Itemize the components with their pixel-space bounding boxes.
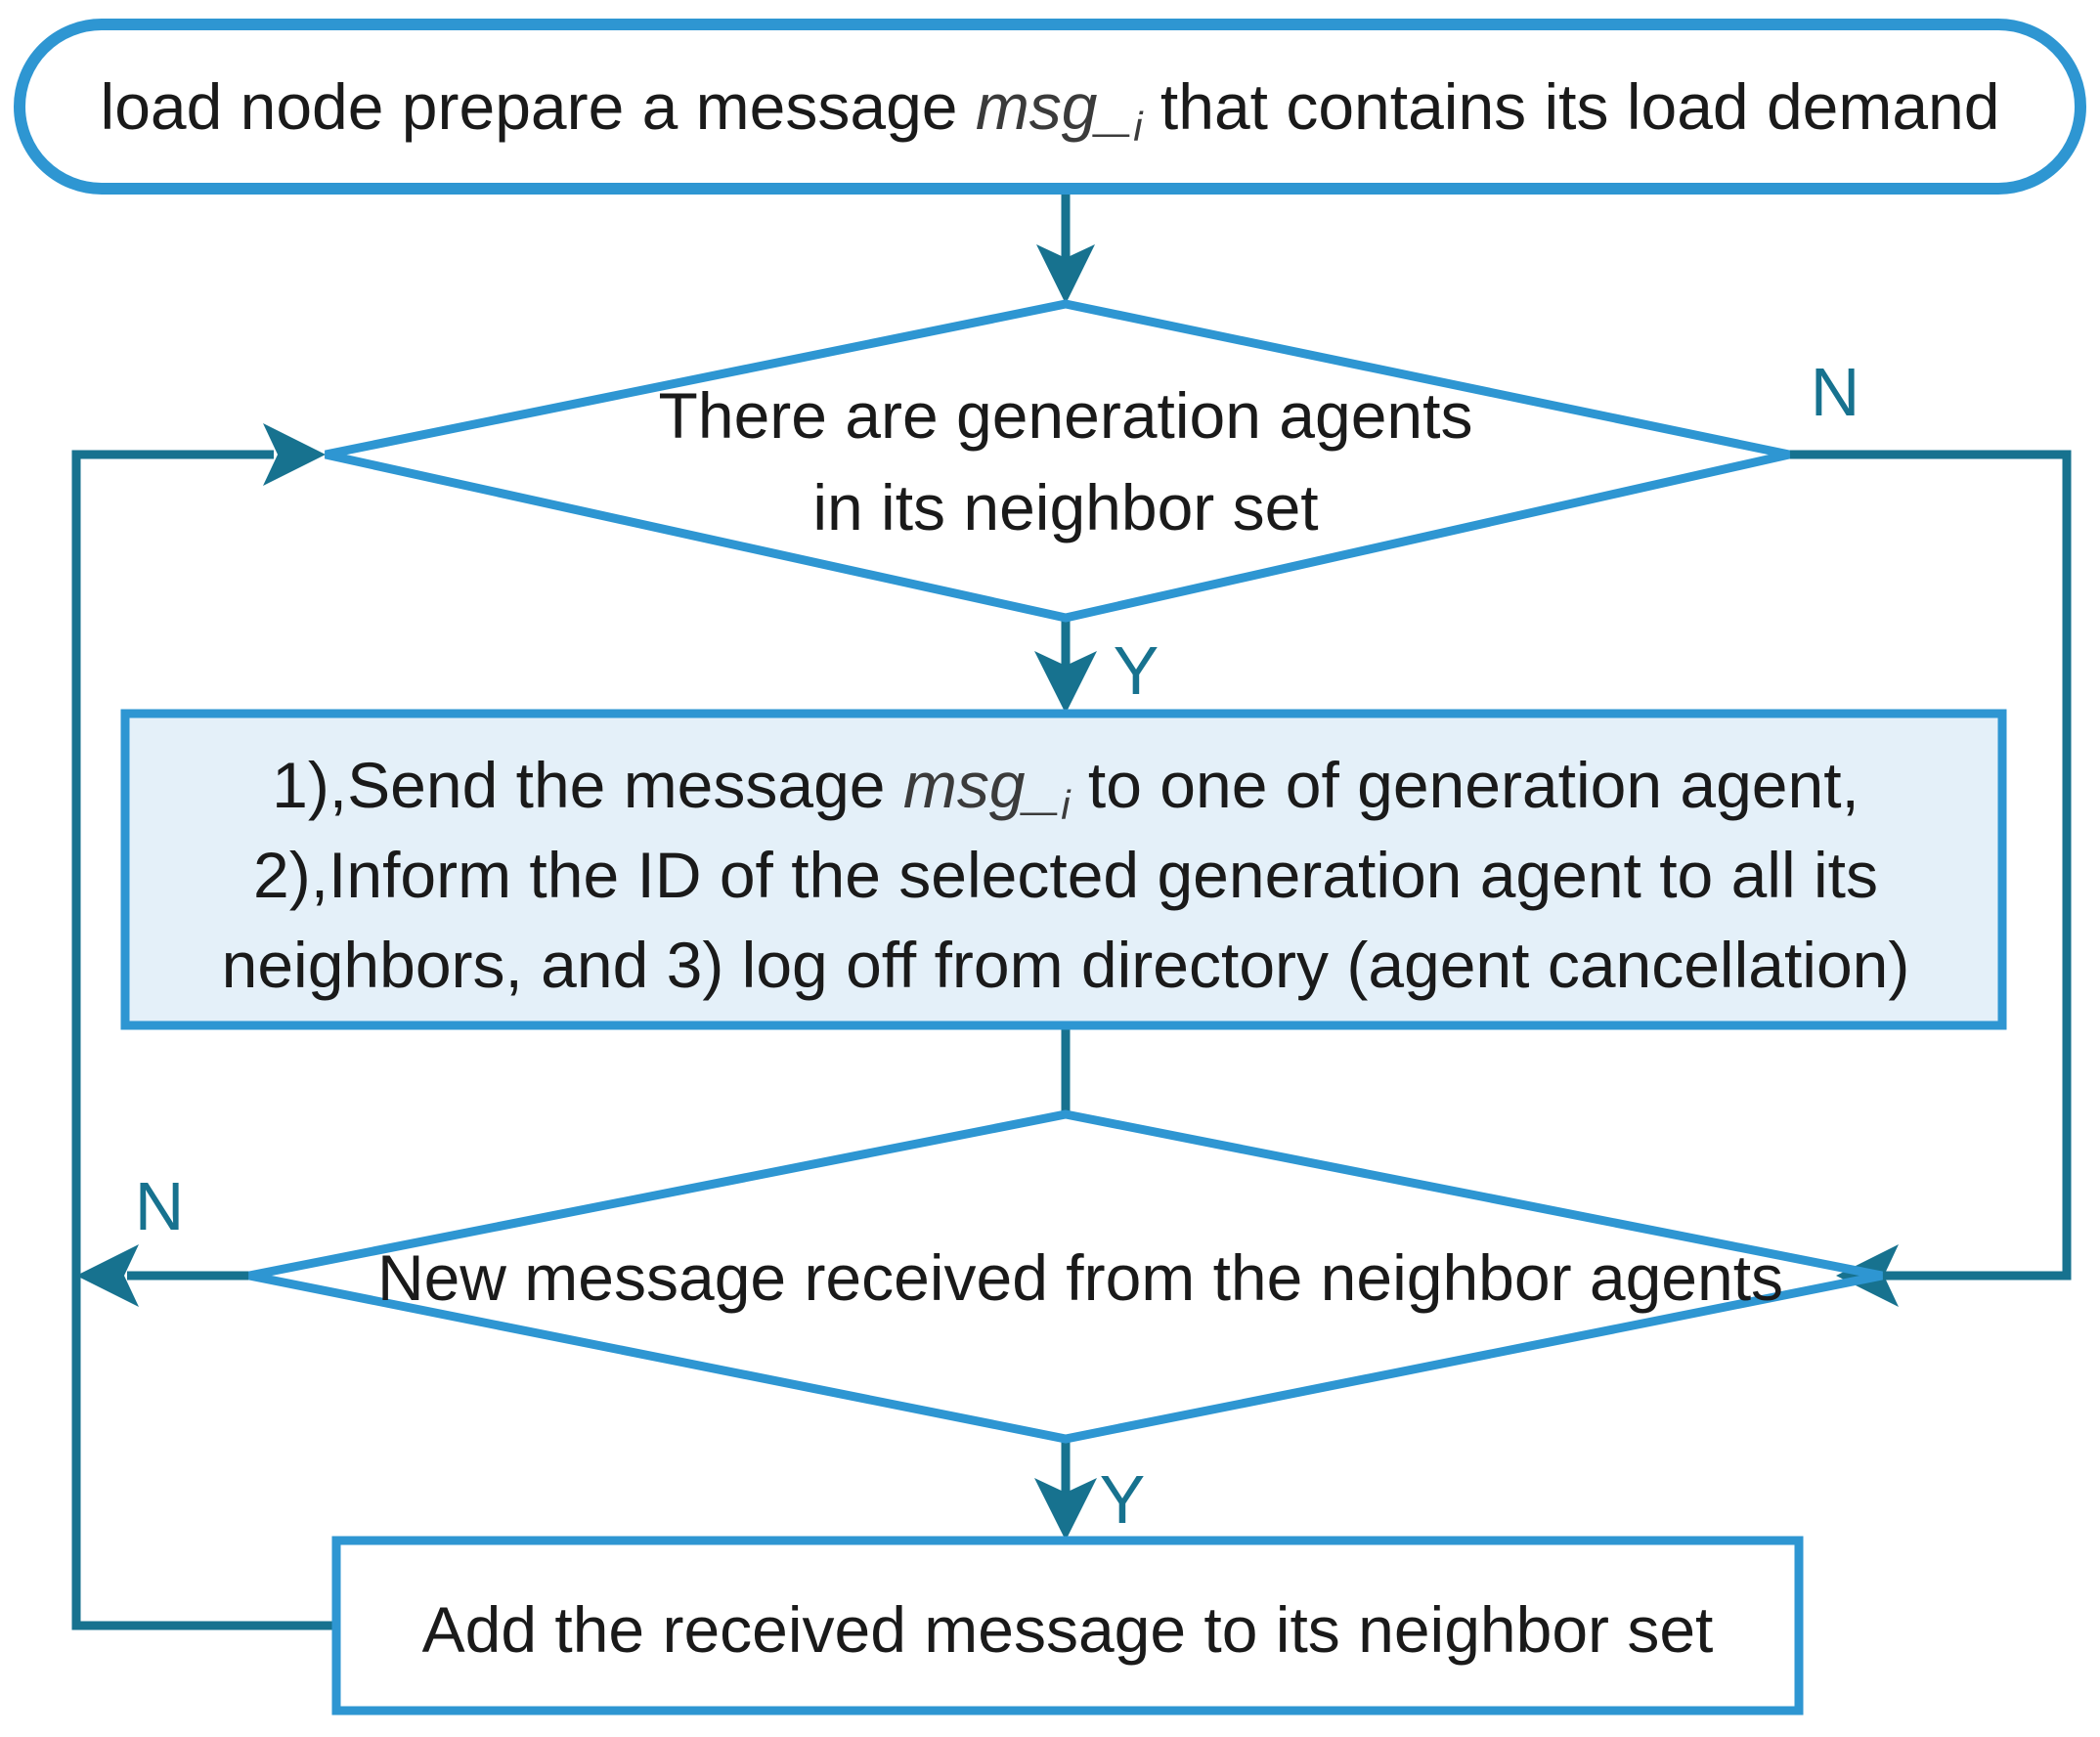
decision1-diamond-shape — [325, 299, 1790, 623]
node-decision-generation-agents[interactable]: There are generation agents in its neigh… — [325, 299, 1790, 623]
edge-decision1-yes — [1034, 618, 1097, 714]
decision1-branch-no-label: N — [1811, 354, 1860, 430]
decision2-diamond-shape — [248, 1109, 1883, 1444]
decision2-branch-yes-label: Y — [1100, 1461, 1146, 1538]
process-send-line2: 2),Inform the ID of the selected generat… — [253, 839, 1878, 911]
edge-decision2-no — [76, 1244, 249, 1307]
node-process-add[interactable]: Add the received message to its neighbor… — [331, 1536, 1804, 1715]
node-start[interactable]: load node prepare a message msg_i that c… — [14, 19, 2086, 195]
decision1-branch-yes-label: Y — [1114, 632, 1159, 709]
decision1-label-line2: in its neighbor set — [812, 471, 1318, 543]
decision2-label: New message received from the neighbor a… — [377, 1241, 1783, 1314]
edge-return-loop — [71, 423, 336, 1630]
process-send-shape — [120, 709, 2007, 1030]
node-process-send[interactable]: 1),Send the message msg_i to one of gene… — [120, 709, 2007, 1030]
decision2-branch-no-label: N — [135, 1168, 185, 1244]
process-send-line1: 1),Send the message msg_i to one of gene… — [272, 749, 1859, 828]
edge-decision2-yes — [1034, 1439, 1097, 1541]
process-send-line3: neighbors, and 3) log off from directory… — [222, 929, 1910, 1001]
process-add-label: Add the received message to its neighbor… — [422, 1593, 1714, 1666]
start-label: load node prepare a message msg_i that c… — [101, 70, 2000, 150]
process-add-shape — [331, 1536, 1804, 1715]
edge-start-to-decision1 — [1036, 192, 1095, 304]
decision1-label-line1: There are generation agents — [659, 379, 1473, 452]
start-terminator-shape — [14, 19, 2086, 195]
node-decision-new-message[interactable]: New message received from the neighbor a… — [248, 1109, 1883, 1444]
